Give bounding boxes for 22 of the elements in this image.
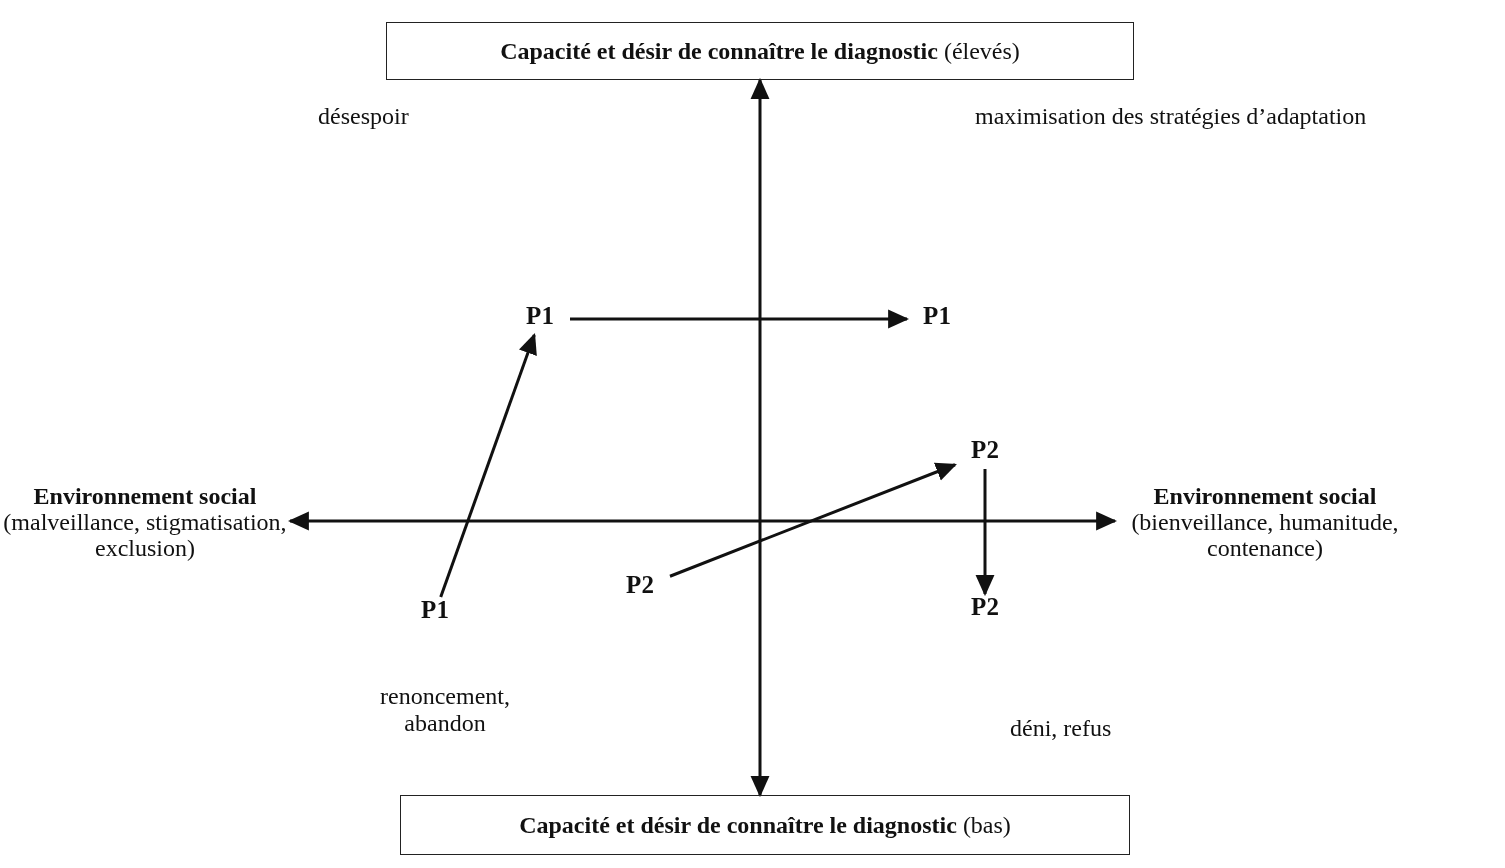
axis-arrow [750,77,770,798]
position-label: P2 [955,437,1015,469]
quadrant-label: déni, refus [1010,715,1113,742]
arrow [439,333,537,598]
axis-title: Environnement social [1152,483,1378,509]
position-label: P2 [610,572,670,604]
position-label: P1 [510,303,570,335]
quadrant-label: désespoir [318,103,410,130]
position-label: P1 [907,303,967,335]
axis-title: Environnement social [32,483,258,509]
axis-arrow [287,511,1118,531]
axis-description: (bienveillance, humanitude, contenance) [1130,509,1400,561]
arrow [975,469,995,597]
quadrant-label: renoncement, abandon [379,683,511,737]
position-label: P2 [955,594,1015,626]
quadrant-label: maximisation des stratégies d’adaptation [975,103,1368,130]
axis-description: (malveillance, stigmatisation, exclusion) [2,509,288,561]
heading-box: Capacité et désir de connaître le diagnostic (élevés) [386,22,1134,80]
position-label: P1 [405,597,465,629]
arrow [570,309,910,329]
heading-box: Capacité et désir de connaître le diagnostic (bas) [400,795,1130,855]
arrow [669,462,957,578]
